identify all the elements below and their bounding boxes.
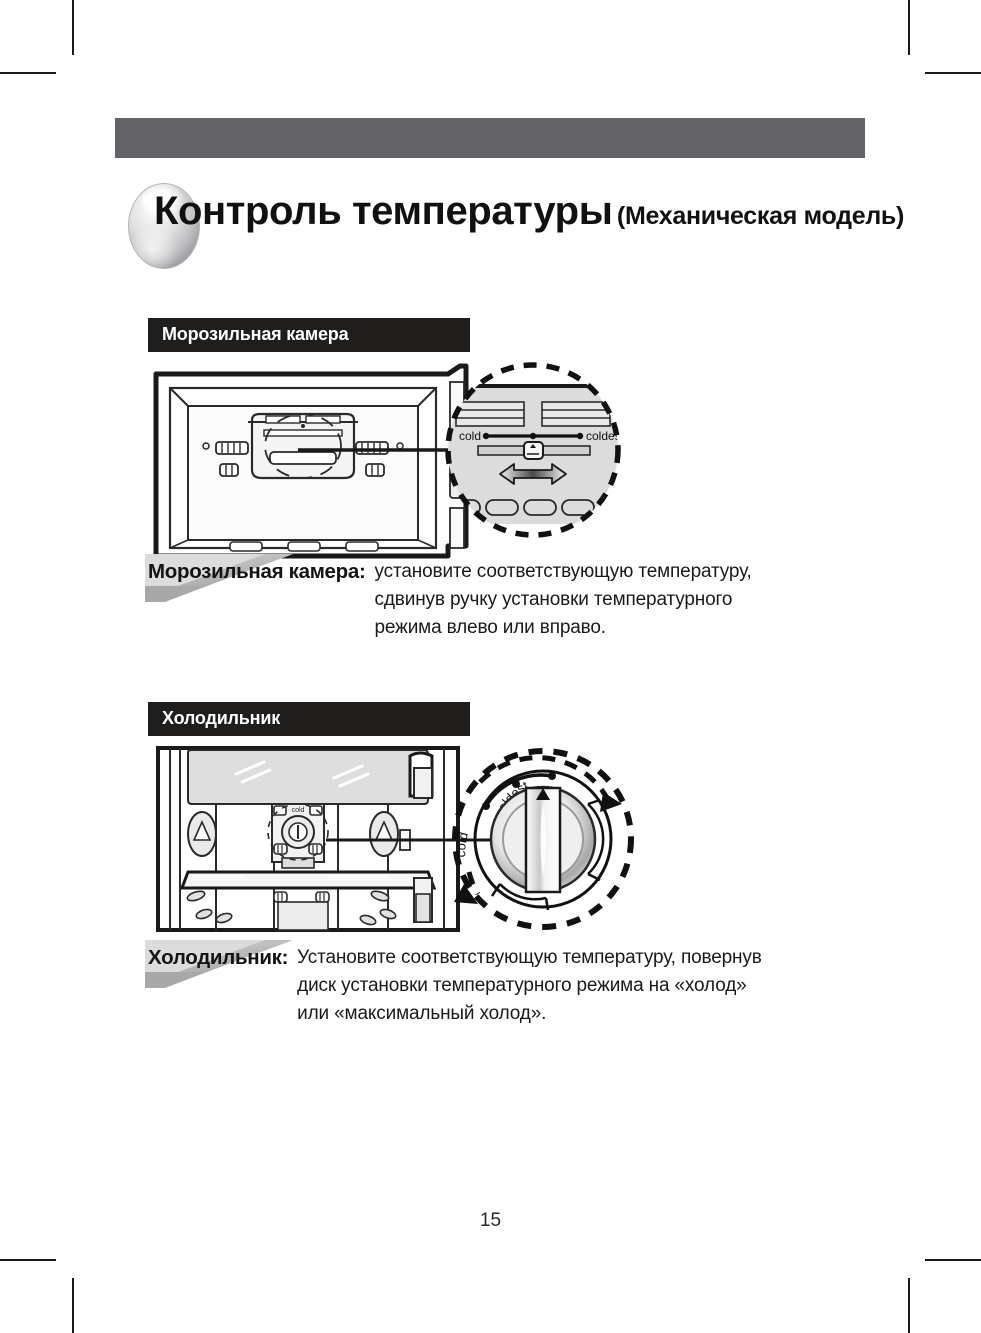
- freezer-scale-label-cold: cold: [459, 429, 481, 443]
- paragraph-line: диск установки температурного режима на …: [297, 975, 747, 996]
- paragraph-line: Установите соответствующую температуру, …: [297, 947, 762, 968]
- crop-mark-bottom-right-vertical: [908, 1278, 910, 1333]
- paragraph-line: режима влево или вправо.: [374, 617, 607, 638]
- freezer-cabinet-drawing: [153, 363, 469, 559]
- freezer-control-housing: [248, 412, 358, 480]
- crop-mark-top-right-horizontal: [925, 72, 981, 74]
- svg-text:cold: cold: [292, 807, 305, 814]
- crop-mark-bottom-left-vertical: [72, 1278, 74, 1333]
- paragraph-body-freezer: установите соответствующую температуру, …: [375, 558, 752, 642]
- freezer-temperature-scale: cold coldest: [459, 429, 625, 443]
- page-number: 15: [479, 1210, 502, 1231]
- freezer-wedge-banner: [145, 554, 293, 602]
- freezer-slider-thumb: [523, 441, 544, 460]
- section-header-freezer: Морозильная камера: [148, 318, 470, 352]
- dial-pointer-icon: [536, 788, 550, 800]
- refrigerator-detail-circle: coldest cold: [452, 748, 634, 930]
- paragraph-freezer: Морозильная камера: установите соответст…: [145, 554, 868, 642]
- page-header-bar: [115, 118, 865, 158]
- refrigerator-control-mount: cold: [267, 803, 329, 869]
- page-title-main: Контроль температуры: [154, 189, 613, 233]
- paragraph-label-refrigerator: Холодильник:: [148, 946, 289, 969]
- freezer-detail-circle: cold coldest: [445, 362, 625, 538]
- paragraph-refrigerator: Холодильник: Установите соответствующую …: [145, 940, 878, 1028]
- page-title: Контроль температуры (Механическая модел…: [128, 183, 928, 269]
- freezer-slide-direction-arrow: [499, 463, 567, 485]
- section-header-refrigerator: Холодильник: [148, 702, 470, 736]
- page-title-sub: (Механическая модель): [616, 202, 905, 230]
- paragraph-line: или «максимальный холод».: [297, 1003, 547, 1024]
- freezer-illustration: cold coldest: [148, 360, 658, 560]
- freezer-scale-label-coldest: coldest: [586, 429, 625, 443]
- crop-mark-top-right-vertical: [908, 0, 910, 55]
- paragraph-line: сдвинув ручку установки температурного: [374, 589, 733, 610]
- crop-mark-bottom-right-horizontal: [925, 1259, 981, 1261]
- dial-rotation-arrows: [466, 755, 614, 896]
- glossy-sphere-icon: [128, 183, 200, 269]
- paragraph-line: установите соответствующую температуру,: [374, 561, 752, 582]
- paragraph-body-refrigerator: Установите соответствующую температуру, …: [297, 944, 762, 1028]
- crop-mark-top-left-vertical: [72, 0, 74, 55]
- refrigerator-wedge-banner: [145, 940, 293, 988]
- refrigerator-illustration: cold: [148, 744, 668, 934]
- section-refrigerator: Холодильник: [148, 702, 668, 934]
- paragraph-label-freezer: Морозильная камера:: [148, 560, 366, 583]
- crop-mark-bottom-left-horizontal: [0, 1259, 56, 1261]
- crop-mark-top-left-horizontal: [0, 72, 56, 74]
- dial-scale-label-cold: cold: [453, 830, 471, 857]
- section-freezer: Морозильная камера: [148, 318, 658, 560]
